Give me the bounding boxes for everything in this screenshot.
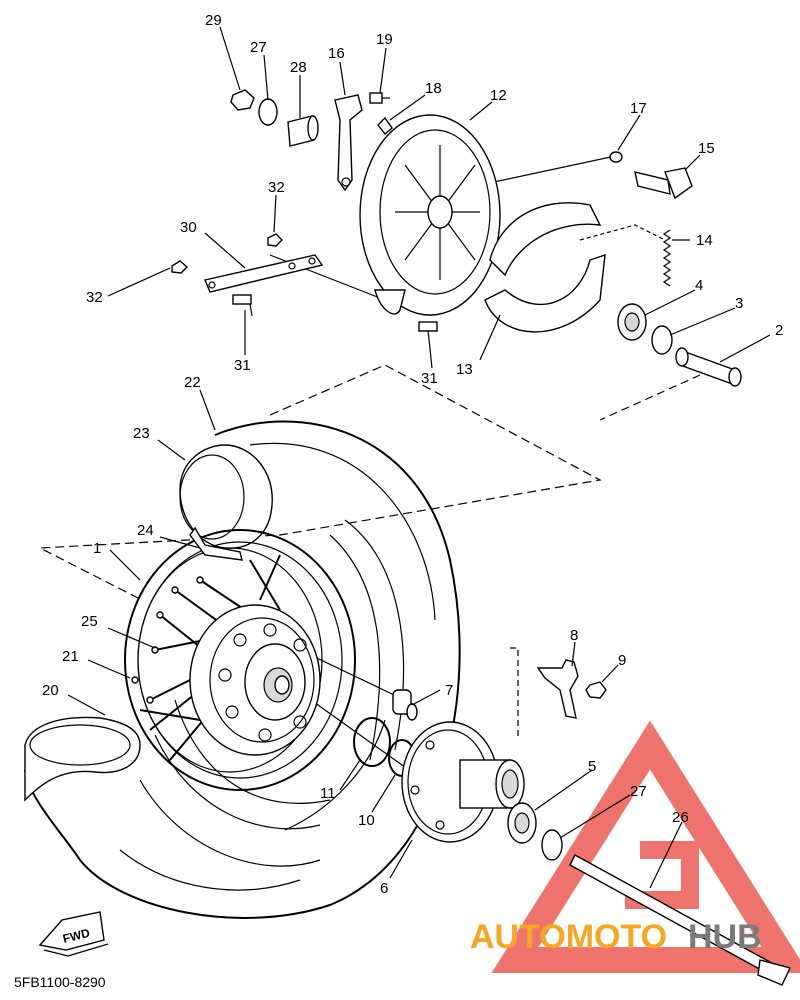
nut-29 (230, 89, 255, 111)
bolt-31-right (418, 321, 438, 332)
callout-5: 5 (588, 758, 596, 775)
wheel-hub (189, 604, 321, 756)
callout-3: 3 (735, 295, 743, 312)
callout-9: 9 (618, 652, 626, 669)
watermark-text-automoto: AUTOMOTO (470, 918, 667, 956)
nut-32-left (171, 260, 189, 274)
callout-21: 21 (62, 648, 79, 665)
callout-26: 26 (672, 809, 689, 826)
callout-13: 13 (456, 361, 473, 378)
axle (569, 854, 791, 986)
callout-22: 22 (184, 374, 201, 391)
callout-2: 2 (775, 322, 783, 339)
bolt-31-left (232, 294, 253, 317)
diagram-code: 5FB1100-8290 (14, 974, 106, 990)
callout-23: 23 (133, 425, 150, 442)
callout-1: 1 (93, 540, 101, 557)
callout-20: 20 (42, 682, 59, 699)
inner-tube (179, 444, 273, 549)
callout-32-left: 32 (86, 289, 103, 306)
callout-leader-lines (67, 26, 771, 889)
rim-band (24, 716, 141, 802)
callout-17: 17 (630, 100, 647, 117)
callout-29: 29 (205, 12, 222, 29)
o-ring-11 (353, 717, 391, 767)
callout-6: 6 (380, 880, 388, 897)
watermark-text-hub: HUB (688, 918, 762, 956)
brake-shoes (484, 202, 606, 333)
washer-27-top (258, 98, 278, 126)
callout-19: 19 (376, 31, 393, 48)
wear-indicator (377, 116, 393, 136)
wheel-rim (124, 529, 356, 791)
callout-31-right: 31 (421, 370, 438, 387)
callout-4: 4 (695, 277, 703, 294)
washer-17 (609, 151, 623, 163)
damper (392, 689, 418, 721)
clutch-hub (401, 721, 525, 843)
fwd-arrow-icon: FWD (38, 911, 109, 957)
callout-10: 10 (358, 812, 375, 829)
callout-30: 30 (180, 219, 197, 236)
callout-25: 25 (81, 613, 98, 630)
brake-arm (334, 94, 363, 192)
callout-15: 15 (698, 140, 715, 157)
bearing-4 (617, 303, 647, 341)
callout-8: 8 (570, 627, 578, 644)
bolt-19 (369, 92, 390, 104)
collar-27-lower (541, 829, 563, 861)
nut-9 (585, 681, 607, 699)
callout-12: 12 (490, 87, 507, 104)
oil-seal-3 (651, 325, 673, 355)
spring (662, 229, 672, 287)
callout-7: 7 (445, 682, 453, 699)
spacer-2 (675, 347, 742, 387)
callout-28: 28 (290, 59, 307, 76)
tire-valve (189, 526, 243, 561)
nut-32-top (267, 233, 283, 247)
callout-31-left: 31 (234, 357, 251, 374)
brake-camshaft (634, 167, 693, 200)
callout-24: 24 (137, 522, 154, 539)
callout-16: 16 (328, 45, 345, 62)
fwd-label: FWD (61, 926, 91, 946)
callout-14: 14 (696, 232, 713, 249)
brake-shoe-plate (359, 114, 501, 316)
tension-bar (204, 254, 324, 293)
callout-27-top: 27 (250, 39, 267, 56)
bearing-5 (507, 802, 537, 844)
callout-11: 11 (320, 785, 336, 802)
callout-27-lower: 27 (630, 783, 647, 800)
locking-washer (536, 659, 579, 719)
collar-28 (287, 115, 319, 147)
callout-labels: 29 27 28 16 19 18 12 17 15 14 4 3 2 13 3… (42, 12, 783, 897)
callout-32-top: 32 (268, 179, 285, 196)
callout-18: 18 (425, 80, 442, 97)
